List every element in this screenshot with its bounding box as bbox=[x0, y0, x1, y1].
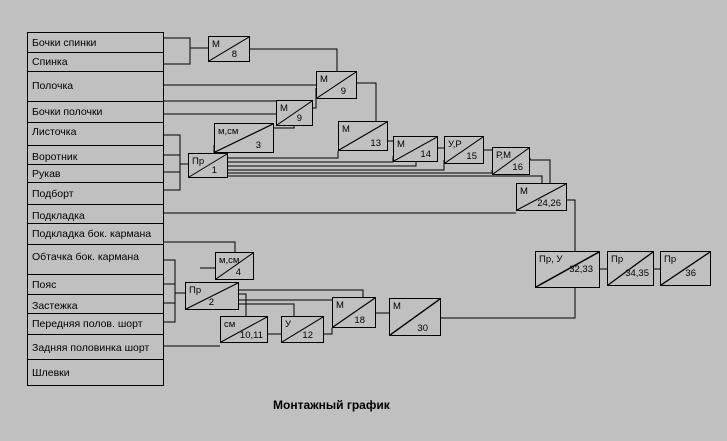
operation-box: Пр 36 bbox=[660, 251, 711, 286]
connector-line bbox=[228, 162, 417, 167]
operation-code: М bbox=[397, 139, 405, 150]
operation-number: 1 bbox=[211, 165, 217, 176]
operation-number: 16 bbox=[512, 162, 523, 173]
part-row: Подкладка бок. кармана bbox=[28, 224, 164, 245]
connector-line bbox=[164, 37, 191, 65]
operation-box: Пр 34,35 bbox=[607, 251, 654, 286]
connector-line bbox=[164, 241, 236, 252]
operation-number: 18 bbox=[354, 315, 365, 326]
connector-line bbox=[239, 289, 364, 297]
connector-line bbox=[274, 126, 295, 129]
operation-code: Пр bbox=[611, 254, 624, 265]
operation-number: 34,35 bbox=[625, 268, 649, 279]
operation-box: Р,М 16 bbox=[492, 147, 530, 175]
connector-line bbox=[357, 82, 377, 121]
operation-number: 30 bbox=[417, 323, 428, 334]
connector-line bbox=[567, 199, 576, 251]
operation-number: 14 bbox=[420, 149, 431, 160]
operation-box: М 30 bbox=[389, 298, 441, 336]
operation-number: 15 bbox=[466, 151, 477, 162]
operation-box: м,см 3 bbox=[214, 123, 274, 153]
operation-code: м,см bbox=[218, 126, 239, 137]
operation-code: Пр bbox=[189, 285, 202, 296]
operation-number: 9 bbox=[296, 113, 302, 124]
operation-code: Р,М bbox=[496, 150, 512, 161]
diagram-caption: Монтажный график bbox=[273, 398, 390, 412]
operation-box: У 12 bbox=[281, 316, 324, 343]
part-row: Спинка bbox=[28, 53, 164, 72]
operation-number: 9 bbox=[340, 86, 346, 97]
part-row: Подборт bbox=[28, 183, 164, 205]
operation-box: М 13 bbox=[338, 121, 388, 151]
operation-code: Пр bbox=[664, 254, 677, 265]
part-row: Передняя полов. шорт bbox=[28, 314, 164, 335]
operation-number: 12 bbox=[302, 330, 313, 341]
parts-table: Бочки спинки Спинка Полочка Бочки полочк… bbox=[27, 32, 164, 386]
part-row: Воротник bbox=[28, 146, 164, 165]
part-row: Бочки спинки bbox=[28, 33, 164, 53]
operation-box: Пр, У 32,33 bbox=[535, 251, 600, 288]
operation-code: М bbox=[212, 39, 220, 50]
connector-line bbox=[228, 151, 339, 159]
part-row: Рукав bbox=[28, 165, 164, 183]
part-row: Полочка bbox=[28, 72, 164, 102]
operation-code: см bbox=[224, 319, 236, 330]
part-row: Пояс bbox=[28, 275, 164, 295]
operation-number: 10,11 bbox=[239, 330, 263, 341]
part-row: Обтачка бок. кармана bbox=[28, 245, 164, 275]
operation-box: М 9 bbox=[276, 100, 313, 126]
operation-code: М bbox=[520, 186, 528, 197]
operation-number: 3 bbox=[255, 140, 261, 151]
operation-code: М bbox=[320, 74, 328, 85]
operation-box: см 10,11 bbox=[220, 316, 268, 343]
operation-number: 36 bbox=[685, 268, 696, 279]
operation-box: Пр 1 bbox=[188, 153, 228, 178]
operation-code: У,Р bbox=[448, 139, 462, 150]
connector-line bbox=[250, 48, 338, 71]
operation-box: Пр 2 bbox=[185, 282, 239, 310]
connector-line bbox=[164, 259, 176, 323]
operation-number: 4 bbox=[235, 267, 241, 278]
connector-line bbox=[239, 303, 295, 316]
operation-code: Пр bbox=[192, 156, 205, 167]
operation-box: М 24,26 bbox=[516, 183, 567, 211]
operation-number: 8 bbox=[231, 49, 237, 60]
operation-number: 2 bbox=[208, 297, 214, 308]
operation-code: М bbox=[393, 301, 401, 312]
operation-code: м,см bbox=[219, 255, 240, 266]
part-row: Шлевки bbox=[32, 367, 70, 379]
part-row: Листочка bbox=[28, 123, 164, 146]
operation-code: М bbox=[280, 103, 288, 114]
operation-box: м,см 4 bbox=[215, 252, 254, 280]
connector-line bbox=[228, 175, 543, 183]
part-row: Задняя половинка шорт bbox=[28, 335, 164, 360]
operation-code: Пр, У bbox=[539, 254, 563, 265]
connector-line bbox=[228, 156, 394, 163]
operation-box: М 14 bbox=[393, 136, 438, 162]
connector-line bbox=[441, 288, 576, 319]
operation-code: М bbox=[336, 300, 344, 311]
connector-line bbox=[324, 328, 333, 335]
part-row: Застежка bbox=[28, 295, 164, 314]
operation-number: 24,26 bbox=[537, 198, 561, 209]
operation-box: У,Р 15 bbox=[444, 136, 484, 164]
operation-box: М 18 bbox=[332, 297, 376, 328]
operation-number: 32,33 bbox=[569, 264, 593, 275]
operation-number: 13 bbox=[370, 138, 381, 149]
part-row: Подкладка bbox=[28, 205, 164, 224]
operation-code: У bbox=[285, 319, 292, 330]
connector-line bbox=[239, 293, 247, 316]
operation-box: М 8 bbox=[208, 36, 250, 62]
operation-code: М bbox=[342, 124, 350, 135]
connector-line bbox=[529, 158, 551, 183]
operation-box: М 9 bbox=[316, 71, 357, 99]
part-row: Бочки полочки bbox=[28, 102, 164, 123]
connector-line bbox=[164, 134, 181, 191]
